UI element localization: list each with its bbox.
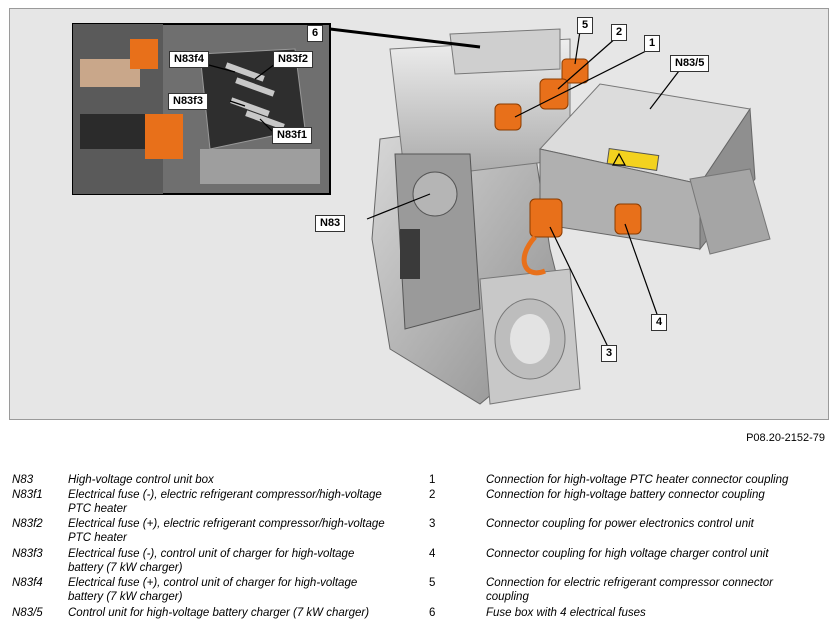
figure-reference: P08.20-2152-79 xyxy=(746,432,825,444)
callout-n83: N83 xyxy=(315,215,346,232)
callout-n83f3: N83f3 xyxy=(168,93,208,110)
legend-number: 3 xyxy=(429,518,436,530)
legend-text: Connection for electric refrigerant comp… xyxy=(486,577,773,603)
callout-3: 3 xyxy=(601,345,618,362)
legend-number: 1 xyxy=(429,474,436,486)
legend-text: Electrical fuse (-), control unit of cha… xyxy=(68,548,355,574)
legend-code: N83f3 xyxy=(12,548,43,560)
callout-4: 4 xyxy=(651,314,668,331)
legend-number: 4 xyxy=(429,548,436,560)
legend-code: N83 xyxy=(12,474,34,486)
callout-inset-number: 6 xyxy=(307,25,324,42)
legend-code: N83f2 xyxy=(12,518,43,530)
component-illustration xyxy=(72,23,771,405)
legend-code: N83f1 xyxy=(12,489,43,501)
hv-control-unit-box xyxy=(371,28,581,405)
legend-text: Connector coupling for high voltage char… xyxy=(486,548,769,560)
callout-1: 1 xyxy=(644,35,661,52)
legend-text: High-voltage control unit box xyxy=(68,474,214,486)
callout-n83f2: N83f2 xyxy=(273,51,313,68)
legend-text: Electrical fuse (-), electric refrigeran… xyxy=(68,489,382,515)
legend-number: 2 xyxy=(429,489,436,501)
legend-number: 6 xyxy=(429,607,436,619)
legend-text: Connector coupling for power electronics… xyxy=(486,518,754,530)
legend-number: 5 xyxy=(429,577,436,589)
orange-connectors xyxy=(494,58,642,276)
callout-n83f4: N83f4 xyxy=(169,51,209,68)
figure-panel: 6 N83f4 N83f2 N83f3 N83f1 N83 N83/5 1 2 … xyxy=(9,8,829,420)
leader-lines xyxy=(204,30,683,348)
legend-text: Electrical fuse (+), electric refrigeran… xyxy=(68,518,385,544)
callout-n83-5: N83/5 xyxy=(670,55,710,72)
callout-5: 5 xyxy=(577,17,594,34)
legend-text: Fuse box with 4 electrical fuses xyxy=(486,607,646,619)
legend-code: N83f4 xyxy=(12,577,43,589)
legend-text: Control unit for high-voltage battery ch… xyxy=(68,607,370,619)
legend-text: Electrical fuse (+), control unit of cha… xyxy=(68,577,358,603)
charger-control-unit xyxy=(539,83,771,255)
callout-2: 2 xyxy=(611,24,628,41)
legend-text: Connection for high-voltage battery conn… xyxy=(486,489,765,501)
legend-text: Connection for high-voltage PTC heater c… xyxy=(486,474,789,486)
callout-n83f1: N83f1 xyxy=(272,127,312,144)
legend-code: N83/5 xyxy=(12,607,43,619)
